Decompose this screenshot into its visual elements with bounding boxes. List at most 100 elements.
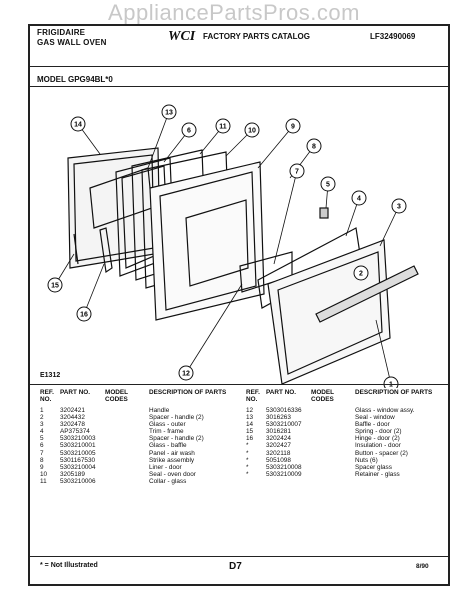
row-model-codes — [311, 428, 355, 435]
row-ref: 16 — [246, 435, 254, 443]
part-door-liner-inner — [159, 171, 257, 311]
callout-7: 7 — [289, 163, 305, 179]
row-part-number: 5301167530 — [60, 456, 96, 464]
callout-6-label: 6 — [187, 128, 191, 135]
row-ref: 10 — [40, 470, 48, 478]
brand-line-2: GAS WALL OVEN — [37, 38, 107, 47]
table-row: 8 5301167530 Strike assembly — [40, 457, 242, 464]
row-description: Spacer - handle (2) — [149, 414, 204, 422]
callout-bubbles: 14 13 6 11 10 9 8 7 5 4 3 2 1 12 15 16 — [47, 104, 407, 388]
header-model: MODEL CODES — [105, 389, 128, 404]
row-model-codes — [105, 421, 149, 428]
row-model-codes — [311, 414, 355, 421]
row-ref: 11 — [40, 477, 47, 485]
row-part-number: 5303210008 — [266, 463, 302, 471]
row-ref: 14 — [246, 421, 254, 429]
row-ref: * — [246, 456, 249, 464]
table-row: 11 5303210006 Collar - glass — [40, 478, 242, 485]
row-model-codes — [105, 464, 149, 471]
callout-3-label: 3 — [397, 204, 401, 211]
table-header: REF. NO. PART NO. MODEL CODES DESCRIPTIO… — [40, 389, 242, 407]
callout-7-label: 7 — [295, 169, 299, 176]
row-description: Spring - door (2) — [355, 428, 402, 436]
row-part-number: 3202118 — [266, 449, 291, 457]
catalog-date: 8/90 — [416, 563, 429, 570]
header-desc: DESCRIPTION OF PARTS — [355, 389, 433, 396]
row-model-codes — [311, 457, 355, 464]
row-model-codes — [105, 450, 149, 457]
row-model-codes — [105, 471, 149, 478]
row-ref: 1 — [40, 407, 44, 414]
callout-8-label: 8 — [312, 144, 316, 151]
row-ref: 5 — [40, 435, 44, 443]
wci-logo: WCI — [168, 29, 196, 44]
row-part-number: 5303210003 — [60, 435, 96, 443]
parts-table-right: REF. NO. PART NO. MODEL CODES DESCRIPTIO… — [246, 389, 448, 478]
header-model: MODEL CODES — [311, 389, 334, 404]
callout-12: 12 — [178, 365, 194, 381]
row-model-codes — [105, 478, 149, 485]
row-part-number: 3204432 — [60, 414, 85, 422]
page-frame — [28, 24, 450, 586]
row-description: Spacer glass — [355, 463, 392, 471]
row-part-number: 5303210006 — [60, 477, 96, 485]
part-door-spring — [73, 233, 79, 265]
row-ref: 8 — [40, 456, 44, 464]
page-number: D7 — [229, 561, 242, 572]
callout-14: 14 — [70, 116, 86, 132]
row-description: Strike assembly — [149, 456, 195, 464]
callout-13: 13 — [161, 104, 177, 120]
row-ref: * — [246, 449, 249, 457]
row-model-codes — [311, 421, 355, 428]
row-description: Insulation - door — [355, 442, 401, 450]
exploded-door-diagram: 14 13 6 11 10 9 8 7 5 4 3 2 1 12 15 16 — [47, 104, 419, 388]
row-model-codes — [311, 450, 355, 457]
row-part-number: 5303016336 — [266, 407, 302, 414]
row-model-codes — [105, 435, 149, 442]
callout-4: 4 — [351, 190, 367, 206]
row-ref: 15 — [246, 428, 254, 436]
table-row: * 3202118 Button - spacer (2) — [246, 450, 448, 457]
part-liner-window — [185, 199, 249, 287]
row-description: Seal - window — [355, 414, 395, 422]
row-part-number: 3016263 — [266, 414, 291, 422]
row-description: Collar - glass — [149, 477, 187, 485]
callout-4-label: 4 — [357, 196, 361, 203]
part-baffle-door — [67, 147, 161, 269]
row-part-number: 5303210004 — [60, 463, 96, 471]
diagram-parts — [67, 147, 419, 385]
row-part-number: 3202478 — [60, 421, 85, 429]
row-model-codes — [311, 442, 355, 449]
row-description: Hinge - door (2) — [355, 435, 400, 443]
catalog-number: LF32490069 — [370, 32, 416, 41]
row-model-codes — [105, 442, 149, 449]
header-ref: REF. NO. — [246, 389, 260, 404]
row-description: Button - spacer (2) — [355, 449, 408, 457]
row-part-number: 5303210007 — [266, 421, 302, 429]
footer-rule — [30, 556, 448, 557]
row-description: Seal - oven door — [149, 470, 196, 478]
row-model-codes — [311, 435, 355, 442]
callout-9: 9 — [285, 118, 301, 134]
callout-16-label: 16 — [80, 312, 88, 319]
row-model-codes — [105, 407, 149, 414]
part-door-liner — [149, 161, 265, 321]
callout-15-label: 15 — [51, 283, 59, 290]
